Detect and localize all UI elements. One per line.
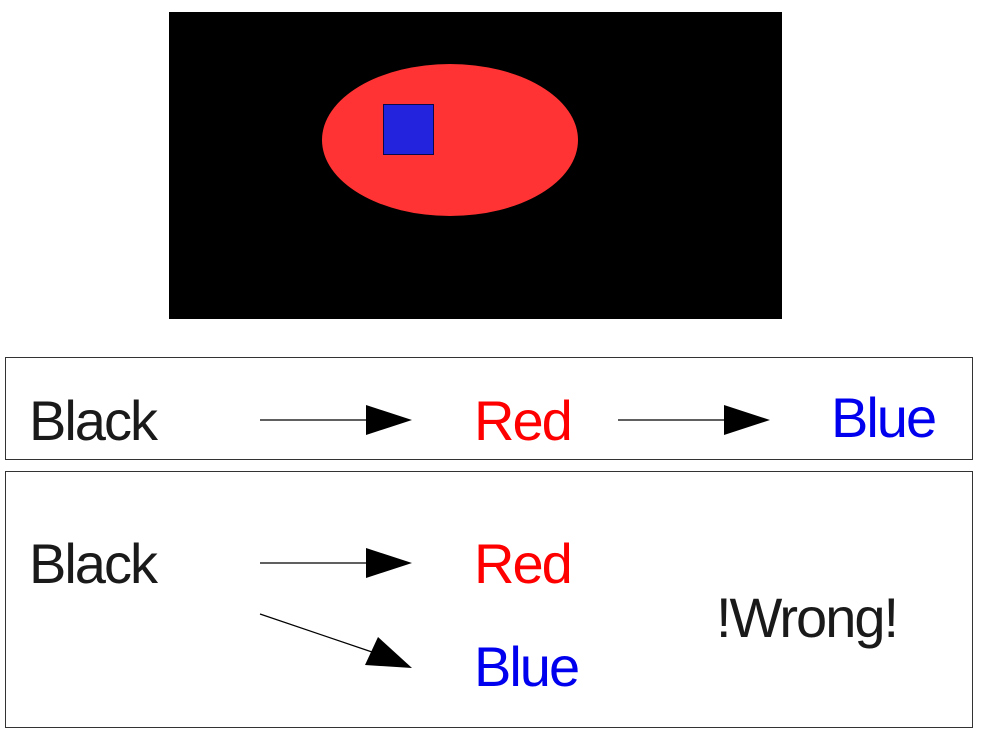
incorrect-label-blue: Blue	[474, 635, 580, 698]
blue-square	[383, 104, 434, 155]
correct-hierarchy-panel	[5, 357, 973, 460]
incorrect-label-red: Red	[474, 532, 573, 595]
correct-label-black: Black	[29, 389, 158, 452]
correct-label-blue: Blue	[831, 386, 937, 449]
incorrect-label-black: Black	[29, 532, 158, 595]
correct-label-red: Red	[474, 389, 573, 452]
black-rectangle	[169, 12, 782, 319]
incorrect-hierarchy-panel	[5, 471, 973, 728]
wrong-verdict-label: !Wrong!	[716, 586, 899, 649]
red-ellipse	[322, 64, 578, 216]
